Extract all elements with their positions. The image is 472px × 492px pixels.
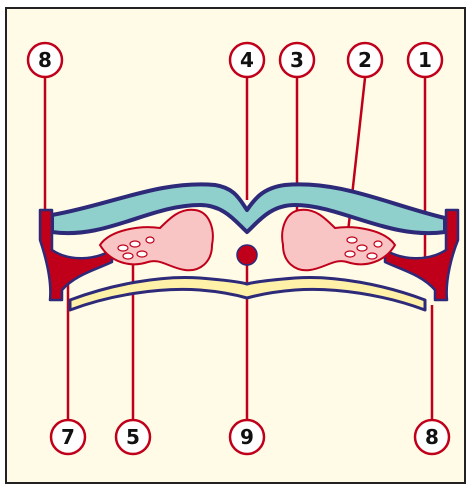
svg-text:7: 7 [61, 425, 75, 449]
svg-text:2: 2 [358, 48, 372, 72]
callout-8-bottom: 8 [415, 420, 449, 454]
callout-7: 7 [51, 420, 85, 454]
callout-5: 5 [116, 420, 150, 454]
svg-text:1: 1 [418, 48, 432, 72]
svg-text:8: 8 [38, 48, 52, 72]
svg-text:5: 5 [126, 425, 140, 449]
callout-2: 2 [348, 43, 382, 77]
callout-9: 9 [230, 420, 264, 454]
callout-1: 1 [408, 43, 442, 77]
callout-8-top: 8 [28, 43, 62, 77]
diagram-frame [6, 8, 465, 483]
svg-text:8: 8 [425, 425, 439, 449]
callout-4: 4 [230, 43, 264, 77]
svg-text:4: 4 [240, 48, 254, 72]
callout-3: 3 [280, 43, 314, 77]
svg-text:9: 9 [240, 425, 254, 449]
notochord [237, 245, 257, 265]
svg-text:3: 3 [290, 48, 304, 72]
